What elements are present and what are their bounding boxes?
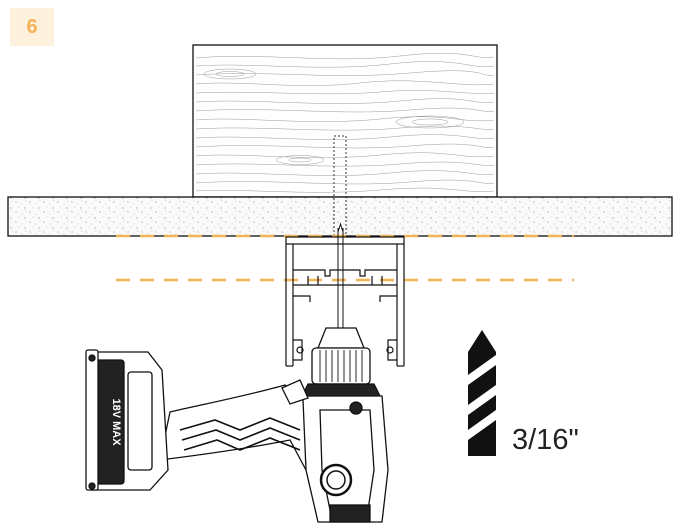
step-number-badge: 6: [10, 8, 54, 46]
aluminum-profile: [285, 236, 405, 367]
drill-bit-shaft: [337, 222, 344, 328]
guide-lines: [116, 234, 574, 282]
battery-voltage-label: 18V MAX: [110, 398, 122, 446]
cordless-drill: [85, 327, 389, 523]
wood-block: [192, 44, 498, 198]
drill-bit-size-label: 3/16": [512, 424, 579, 456]
drill-bit-icon: [468, 330, 496, 456]
